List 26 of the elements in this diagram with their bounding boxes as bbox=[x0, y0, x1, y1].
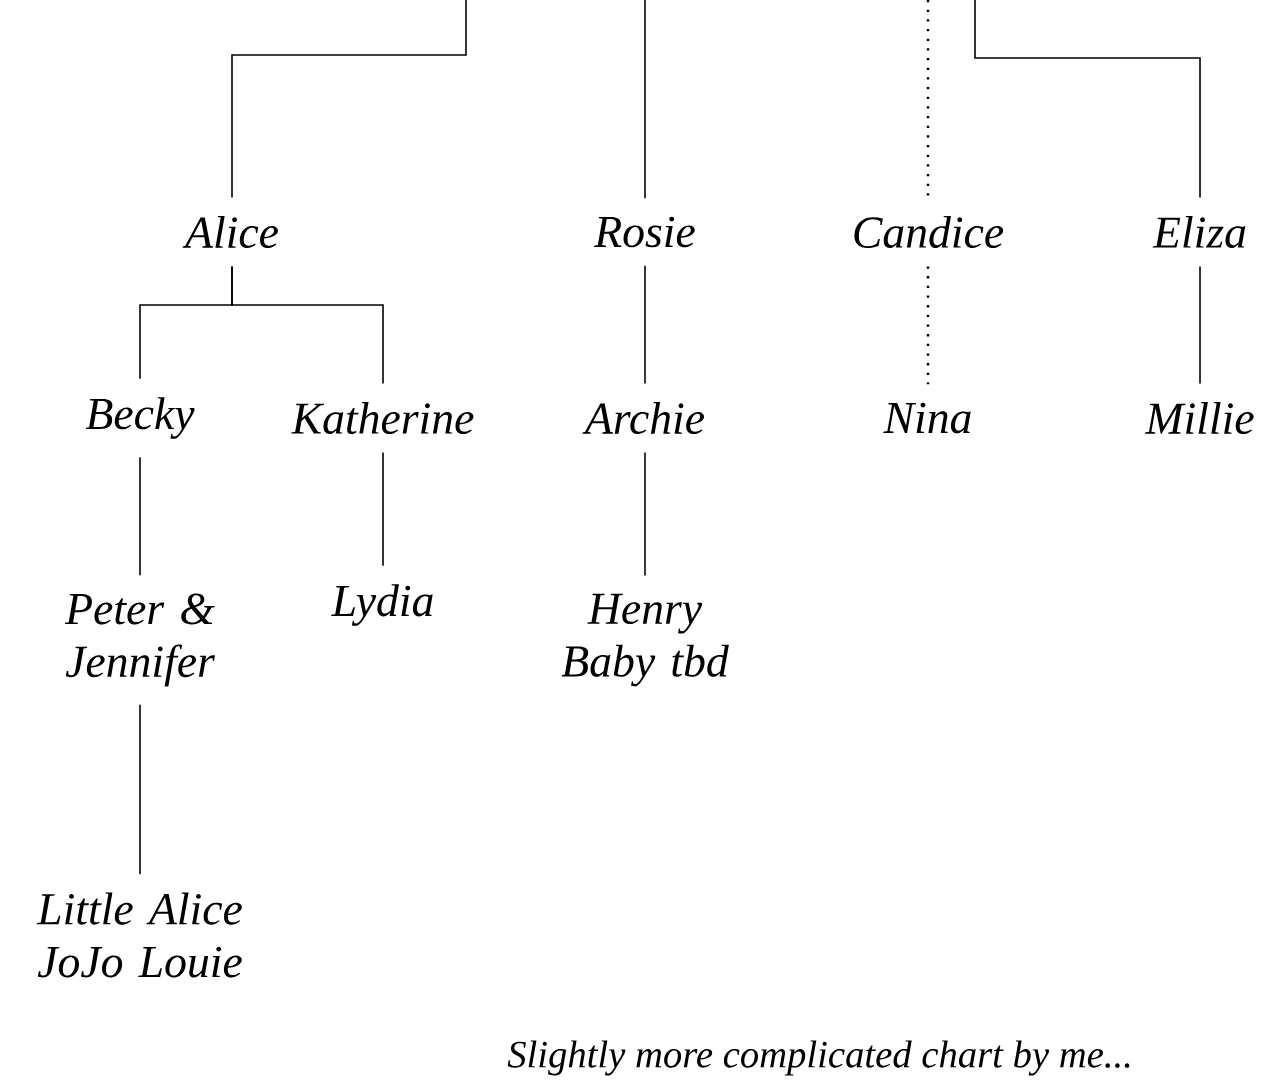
name-text: Eliza bbox=[1152, 215, 1246, 249]
name-text: Lydia bbox=[331, 584, 433, 626]
name-text: Katherine bbox=[291, 401, 474, 435]
name-text: Nina bbox=[883, 402, 971, 434]
name-text: Little Alice JoJo Louie bbox=[36, 892, 242, 978]
connector-line bbox=[382, 451, 384, 567]
caption-text: Slightly more complicated chart by me... bbox=[507, 1040, 1130, 1076]
connector-line bbox=[974, 0, 1201, 199]
name-text: Millie bbox=[1144, 401, 1254, 435]
connector-line bbox=[926, 0, 930, 198]
name-text: Rosie bbox=[594, 216, 695, 248]
name-text: Archie bbox=[582, 401, 705, 435]
connector-line bbox=[644, 451, 646, 577]
name-text: Henry Baby tbd bbox=[561, 593, 729, 687]
connector-line bbox=[231, 265, 384, 385]
connector-line bbox=[231, 0, 467, 199]
name-text: Candice bbox=[854, 215, 1004, 249]
connector-line bbox=[644, 264, 646, 385]
name-text: Becky bbox=[85, 397, 195, 439]
connector-line bbox=[139, 704, 141, 875]
name-text: Alice bbox=[182, 215, 278, 249]
name-text: Peter & Jennifer bbox=[64, 593, 215, 687]
connector-line bbox=[926, 266, 930, 385]
connector-line bbox=[644, 0, 646, 200]
connector-line bbox=[1199, 265, 1201, 385]
connector-line bbox=[139, 456, 141, 576]
